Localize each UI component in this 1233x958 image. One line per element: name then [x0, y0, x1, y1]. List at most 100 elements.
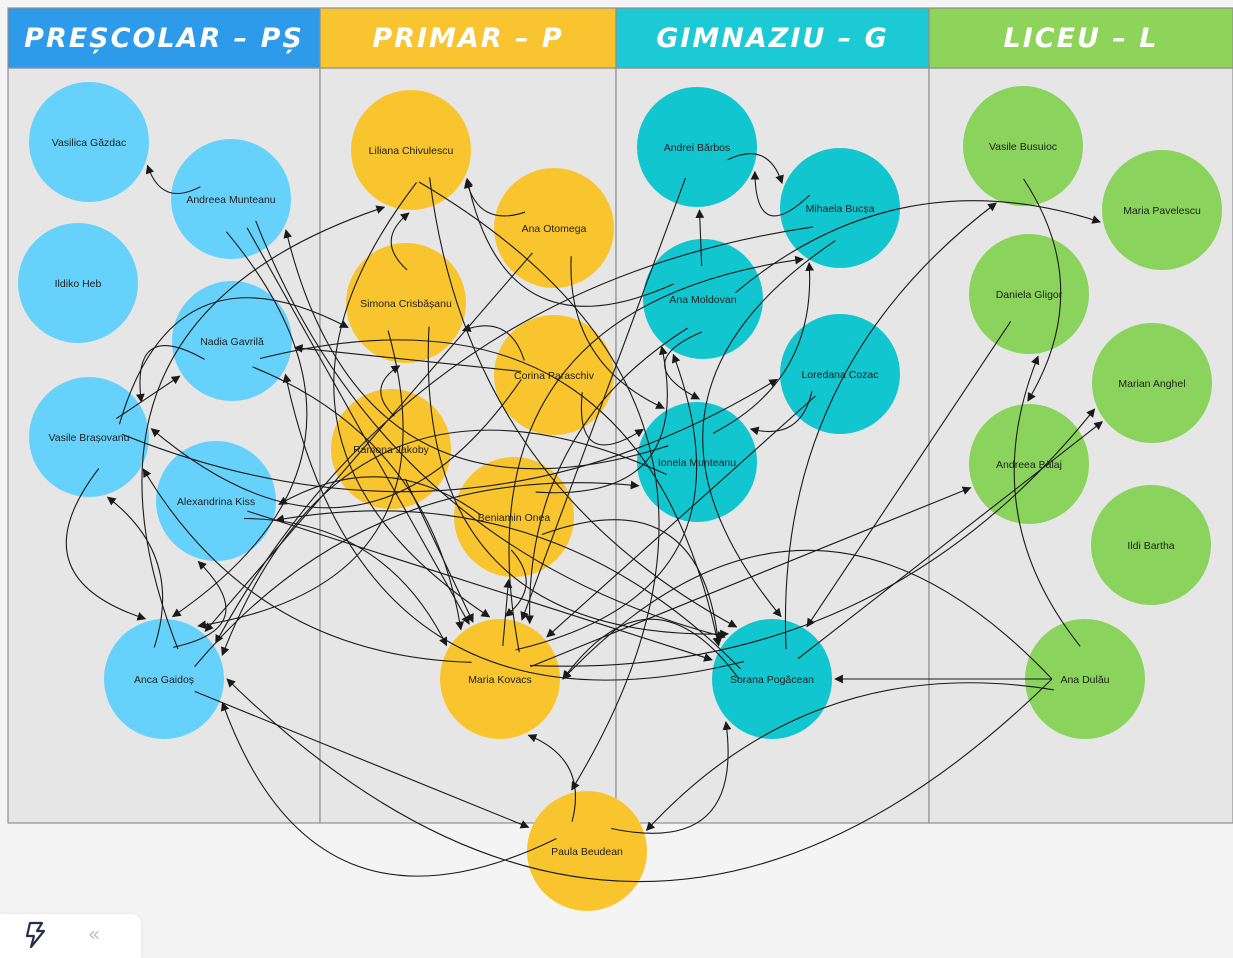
node-label-lchivulescu: Liliana Chivulescu — [369, 145, 454, 157]
node-vbrasovanu[interactable] — [29, 377, 149, 497]
node-label-vbrasovanu: Vasile Brașovanu — [49, 432, 130, 444]
edge-scrisbasanu-agaidos — [197, 330, 404, 630]
edge-amunteanu-mkovacs — [246, 227, 470, 625]
collapse-toolbar-button[interactable]: « — [88, 922, 101, 946]
node-label-iheb: Ildiko Heb — [55, 278, 102, 290]
edge-rjakoby-mkovacs — [404, 478, 474, 623]
edge-adulau-dgligor — [1013, 355, 1081, 647]
node-label-pbeudean: Paula Beudean — [551, 846, 623, 858]
node-dgligor[interactable] — [969, 234, 1089, 354]
edge-mkovacs-bonea — [502, 578, 513, 647]
node-label-adulau: Ana Dulău — [1060, 674, 1109, 686]
node-spogacean[interactable] — [712, 619, 832, 739]
node-iheb[interactable] — [18, 223, 138, 343]
node-aotomega[interactable] — [494, 168, 614, 288]
lane-title-ps: PREȘCOLAR – PȘ — [24, 23, 304, 54]
edge-cparaschiv-ngavrila — [293, 344, 522, 373]
edge-amoldovan-lchivulescu — [464, 177, 674, 307]
node-label-ibartha: Ildi Bartha — [1127, 540, 1174, 552]
edge-ngavrila-vbrasovanu — [135, 345, 205, 403]
lane-header-ps — [7, 7, 321, 69]
edge-pbeudean-mkovacs — [527, 734, 576, 822]
edge-agaidos-lchivulescu — [141, 205, 386, 650]
edge-amunteanu-agaidos — [171, 231, 308, 618]
edge-spogacean-vbusuioc — [784, 202, 997, 650]
node-label-cparaschiv: Corina Paraschiv — [514, 370, 595, 382]
lane-title-l: LICEU – L — [1004, 23, 1159, 54]
node-label-aotomega: Ana Otomega — [522, 223, 587, 235]
edge-akiss-spogacean — [247, 510, 713, 662]
lightning-bolt-icon[interactable] — [22, 920, 50, 950]
node-mkovacs[interactable] — [440, 619, 560, 739]
edge-mbucsa-abarbos — [750, 170, 810, 217]
node-label-mpavelescu: Maria Pavelescu — [1123, 205, 1201, 217]
edge-agaidos-pbeudean — [194, 690, 530, 829]
node-label-amoldovan: Ana Moldovan — [669, 294, 736, 306]
node-abarbos[interactable] — [637, 87, 757, 207]
node-lchivulescu[interactable] — [351, 90, 471, 210]
node-label-akiss: Alexandrina Kiss — [177, 496, 255, 508]
node-cparaschiv[interactable] — [494, 315, 614, 435]
node-amoldovan[interactable] — [643, 239, 763, 359]
edge-spogacean-mkovacs — [562, 618, 740, 680]
edge-imunteanu-amunteanu — [283, 229, 669, 470]
node-vbusuioc[interactable] — [963, 86, 1083, 206]
node-label-imunteanu: Ionela Munteanu — [658, 457, 736, 469]
edge-aotomega-agaidos — [204, 252, 533, 632]
edge-pbeudean-agaidos — [220, 701, 557, 877]
bottom-toolbar: « — [0, 914, 141, 958]
node-ibartha[interactable] — [1091, 485, 1211, 605]
node-label-abarbos: Andrei Bărbos — [664, 142, 731, 154]
edge-ngavrila-mkovacs — [252, 366, 465, 631]
node-label-rjakoby: Ramona Jakoby — [353, 444, 430, 456]
node-lcozac[interactable] — [780, 314, 900, 434]
node-label-agaidos: Anca Gaidoș — [134, 674, 194, 686]
edge-adulau-mkovacs — [562, 549, 1053, 680]
edge-cparaschiv-imunteanu — [580, 392, 644, 446]
edge-vbrasovanu-agaidos — [65, 468, 147, 621]
node-manghel[interactable] — [1092, 323, 1212, 443]
edge-vbrasovanu-lcozac — [121, 378, 778, 493]
edge-lchivulescu-spogacean — [429, 177, 738, 628]
edge-imunteanu-agaidos — [221, 429, 667, 657]
edge-bonea-amoldovan — [535, 345, 668, 494]
lane-header-l — [928, 7, 1233, 69]
edge-mkovacs-vbrasovanu — [142, 468, 472, 663]
node-akiss[interactable] — [156, 441, 276, 561]
edge-mkovacs-abalaj — [530, 486, 972, 668]
node-vgazdac[interactable] — [29, 82, 149, 202]
edge-pbeudean-spogacean — [611, 721, 732, 834]
edge-dgligor-spogacean — [806, 321, 1012, 628]
node-adulau[interactable] — [1025, 619, 1145, 739]
node-rjakoby[interactable] — [331, 389, 451, 509]
edge-adulau-agaidos — [226, 678, 1053, 882]
node-mbucsa[interactable] — [780, 148, 900, 268]
edge-mkovacs-mbucsa — [508, 255, 804, 653]
node-label-bonea: Beniamin Onea — [478, 512, 551, 524]
edge-lchivulescu-pbeudean — [418, 181, 660, 791]
edge-vbusuioc-abalaj — [1023, 178, 1062, 402]
edge-ngavrila-spogacean — [259, 339, 722, 647]
node-scrisbasanu[interactable] — [346, 243, 466, 363]
node-label-spogacean: Sorana Pogăcean — [730, 674, 814, 686]
edge-bonea-spogacean — [541, 519, 723, 647]
edge-spogacean-manghel — [797, 421, 1103, 660]
edge-imunteanu-mbucsa — [712, 262, 815, 434]
node-mpavelescu[interactable] — [1102, 150, 1222, 270]
edge-mbucsa-agaidos — [215, 226, 813, 644]
node-label-lcozac: Loredana Cozac — [801, 369, 878, 381]
lane-title-g: GIMNAZIU – G — [656, 23, 889, 54]
edge-aotomega-imunteanu — [570, 256, 665, 409]
node-amunteanu[interactable] — [171, 139, 291, 259]
node-agaidos[interactable] — [104, 619, 224, 739]
edge-amoldovan-mpavelescu — [735, 200, 1102, 294]
edge-spogacean-ngavrila — [282, 373, 745, 681]
node-abalaj[interactable] — [969, 404, 1089, 524]
edge-amunteanu-vgazdac — [145, 164, 201, 195]
edge-mkovacs-manghel — [529, 408, 1096, 667]
node-label-manghel: Marian Anghel — [1118, 378, 1185, 390]
lane-header-p — [319, 7, 617, 69]
node-label-dgligor: Daniela Gligor — [996, 289, 1063, 301]
edge-abarbos-mbucsa — [727, 153, 784, 185]
